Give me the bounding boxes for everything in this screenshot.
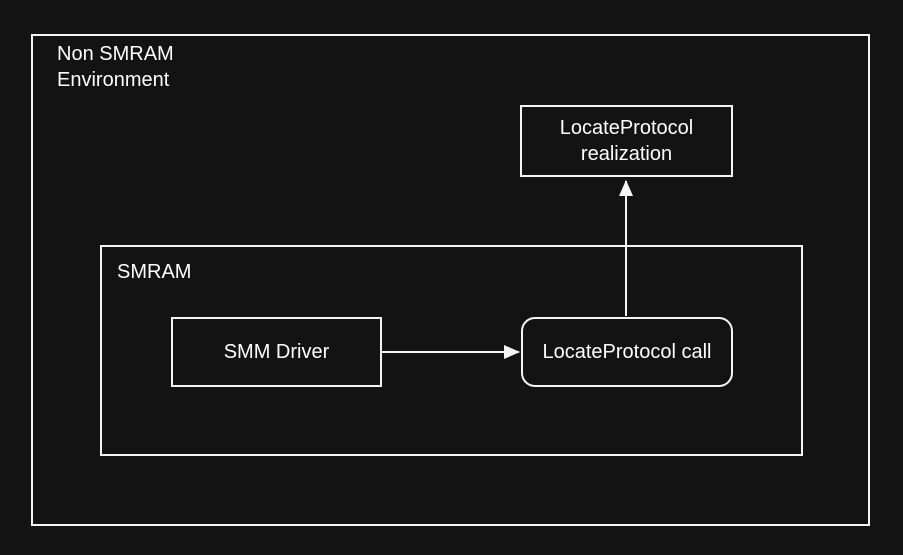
locateprotocol-realization-box: LocateProtocol realization (520, 105, 733, 177)
non-smram-environment-box: Non SMRAM Environment (31, 34, 870, 526)
locateprotocol-realization-label: LocateProtocol realization (559, 117, 694, 165)
locateprotocol-call-box: LocateProtocol call (521, 317, 733, 387)
smram-label: SMRAM (117, 261, 192, 283)
smram-box: SMRAM (100, 245, 803, 456)
smm-driver-box: SMM Driver (171, 317, 382, 387)
non-smram-environment-label: Non SMRAM Environment (57, 43, 174, 91)
smm-driver-label: SMM Driver (223, 341, 330, 363)
locateprotocol-call-label: LocateProtocol call (542, 341, 712, 363)
